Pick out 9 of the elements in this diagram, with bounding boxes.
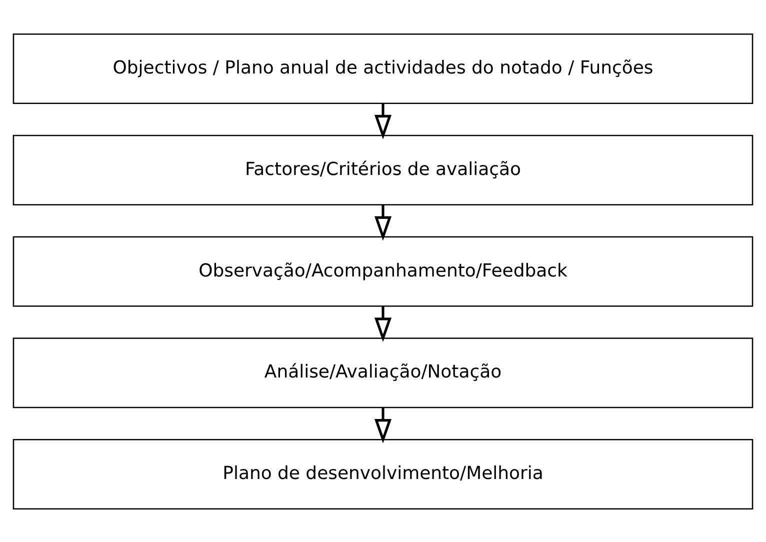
arrow: [374, 103, 392, 139]
node-box: Objectivos / Plano anual de actividades do notado / Funções: [12, 32, 754, 104]
arrow: [374, 407, 392, 443]
node-box: Plano de desenvolvimento/Melhoria: [12, 438, 754, 510]
node-box: Análise/Avaliação/Notação: [12, 337, 754, 408]
arrow: [374, 306, 392, 342]
node-box: Observação/Acompanhamento/Feedback: [12, 236, 754, 306]
node-box: Factores/Critérios de avaliação: [12, 134, 754, 205]
arrow: [374, 204, 392, 240]
